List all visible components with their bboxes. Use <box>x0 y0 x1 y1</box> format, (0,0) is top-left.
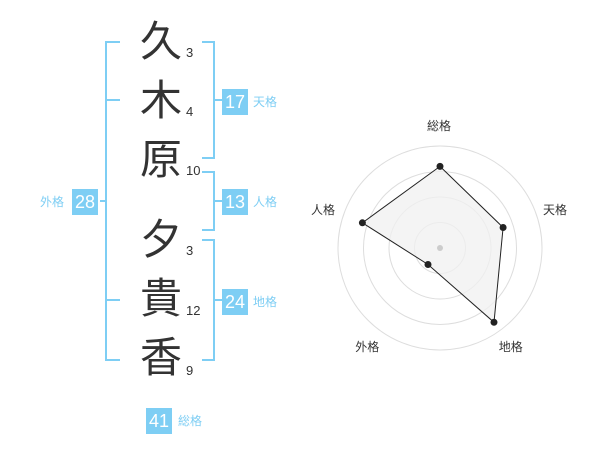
radar-center <box>437 245 443 251</box>
name-char-2: 木 <box>139 76 182 125</box>
radar-point-5 <box>358 219 366 227</box>
stroke-count-4: 3 <box>186 243 194 258</box>
radar-ring <box>337 145 543 351</box>
stroke-count-2: 4 <box>186 104 194 119</box>
tenkaku-label: 天格 <box>253 95 278 109</box>
soukaku-label: 総格 <box>178 414 203 428</box>
jinkaku-label: 人格 <box>253 195 278 209</box>
name-char-6: 香 <box>139 333 182 382</box>
radar-point-2 <box>499 224 507 231</box>
radar-point-4 <box>424 261 432 268</box>
radar-axis-label-3: 地格 <box>498 339 523 354</box>
gaikaku-value: 28 <box>72 189 98 215</box>
radar-polygon <box>361 165 504 324</box>
radar-axis-label-2: 天格 <box>543 203 568 218</box>
name-char-3: 原 <box>139 135 182 184</box>
radar-point-1 <box>436 162 444 170</box>
radar-axis-label-1: 総格 <box>427 119 452 133</box>
name-char-5: 貴 <box>139 274 182 323</box>
radar-point-3 <box>490 318 498 326</box>
stroke-count-3: 10 <box>186 163 201 178</box>
stroke-count-6: 9 <box>186 363 194 378</box>
stroke-count-1: 3 <box>186 45 194 60</box>
chikaku-bracket <box>202 239 222 361</box>
gaikaku-bracket <box>100 41 120 361</box>
tenkaku-bracket <box>202 41 222 159</box>
name-char-1: 久 <box>139 17 182 66</box>
radar-axis-label-4: 外格 <box>355 339 380 354</box>
jinkaku-value: 13 <box>222 189 248 215</box>
soukaku-value: 41 <box>146 408 172 434</box>
stroke-count-5: 12 <box>186 303 201 318</box>
chikaku-value: 24 <box>222 289 248 315</box>
jinkaku-bracket <box>202 171 222 231</box>
radar-axis-label-5: 人格 <box>310 203 335 218</box>
tenkaku-value: 17 <box>222 89 248 115</box>
name-char-4: 夕 <box>139 215 182 264</box>
chikaku-label: 地格 <box>253 295 278 309</box>
gaikaku-label: 外格 <box>40 195 65 209</box>
